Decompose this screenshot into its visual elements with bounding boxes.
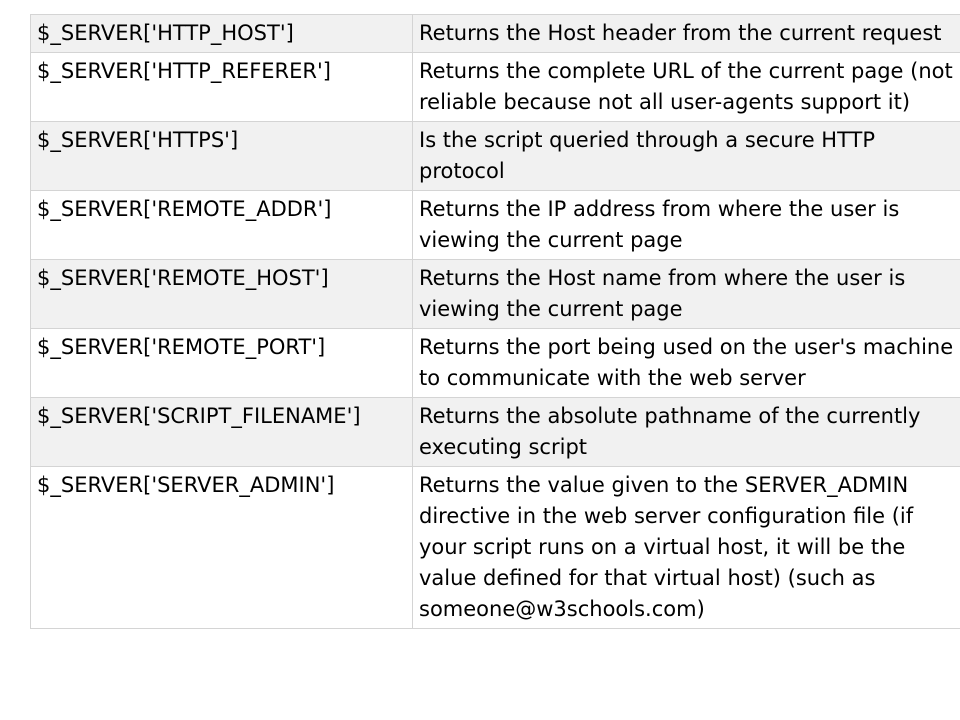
variable-name-cell: $_SERVER['HTTPS']	[30, 121, 413, 191]
table-row: $_SERVER['SERVER_ADMIN'] Returns the val…	[30, 466, 960, 629]
description-cell: Returns the absolute pathname of the cur…	[412, 397, 960, 467]
description-cell: Is the script queried through a secure H…	[412, 121, 960, 191]
variable-name-cell: $_SERVER['SERVER_ADMIN']	[30, 466, 413, 629]
description-cell: Returns the IP address from where the us…	[412, 190, 960, 260]
description-cell: Returns the port being used on the user'…	[412, 328, 960, 398]
description-cell: Returns the Host name from where the use…	[412, 259, 960, 329]
table-body: $_SERVER['HTTP_HOST'] Returns the Host h…	[30, 14, 960, 629]
table-row: $_SERVER['REMOTE_PORT'] Returns the port…	[30, 328, 960, 398]
table-row: $_SERVER['SCRIPT_FILENAME'] Returns the …	[30, 397, 960, 467]
variable-name-cell: $_SERVER['HTTP_REFERER']	[30, 52, 413, 122]
table-row: $_SERVER['HTTP_HOST'] Returns the Host h…	[30, 14, 960, 53]
description-cell: Returns the Host header from the current…	[412, 14, 960, 53]
table-row: $_SERVER['HTTP_REFERER'] Returns the com…	[30, 52, 960, 122]
variable-name-cell: $_SERVER['SCRIPT_FILENAME']	[30, 397, 413, 467]
variable-name-cell: $_SERVER['REMOTE_PORT']	[30, 328, 413, 398]
table-row: $_SERVER['REMOTE_HOST'] Returns the Host…	[30, 259, 960, 329]
description-cell: Returns the value given to the SERVER_AD…	[412, 466, 960, 629]
variable-name-cell: $_SERVER['REMOTE_HOST']	[30, 259, 413, 329]
table-row: $_SERVER['HTTPS'] Is the script queried …	[30, 121, 960, 191]
server-variables-table: $_SERVER['HTTP_HOST'] Returns the Host h…	[30, 14, 960, 629]
description-cell: Returns the complete URL of the current …	[412, 52, 960, 122]
variable-name-cell: $_SERVER['HTTP_HOST']	[30, 14, 413, 53]
table-row: $_SERVER['REMOTE_ADDR'] Returns the IP a…	[30, 190, 960, 260]
variable-name-cell: $_SERVER['REMOTE_ADDR']	[30, 190, 413, 260]
